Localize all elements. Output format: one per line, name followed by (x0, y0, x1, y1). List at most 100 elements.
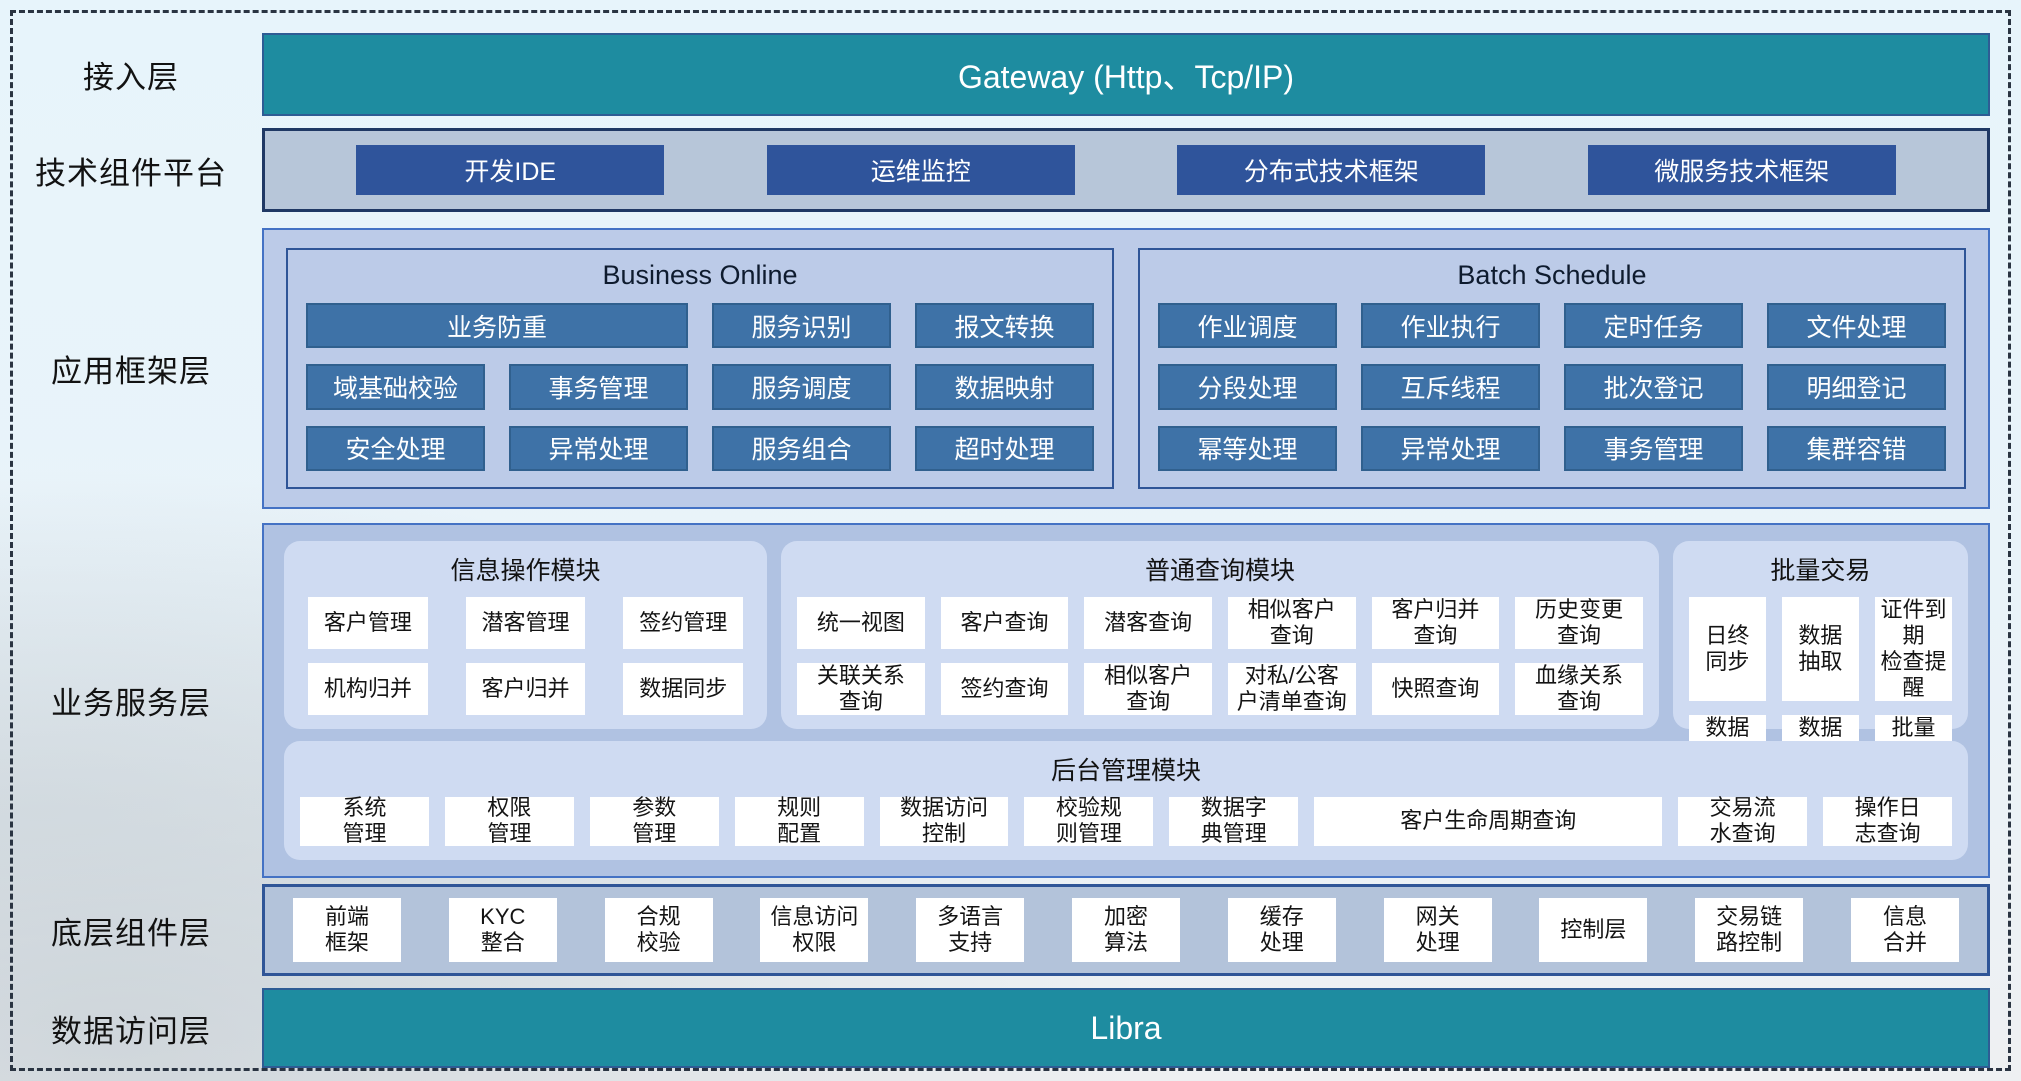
business-online-node: 业务防重 (306, 303, 688, 349)
general-query-node: 相似客户 查询 (1227, 597, 1356, 649)
business-online-title: Business Online (602, 260, 798, 290)
info-operation-module-title: 信息操作模块 (450, 557, 601, 585)
batch-trade-node: 日终 同步 (1688, 597, 1766, 701)
business-online-node: 安全处理 (306, 425, 485, 471)
admin-module-title: 后台管理模块 (1050, 756, 1201, 785)
business-online-node: 超时处理 (915, 425, 1094, 471)
tech-platform-panel: 开发IDE 运维监控 分布式技术框架 微服务技术框架 (262, 128, 1990, 212)
batch-schedule-node: 异常处理 (1361, 425, 1540, 471)
batch-schedule-node: 作业调度 (1158, 303, 1337, 349)
batch-schedule-panel: Batch Schedule 作业调度作业执行定时任务文件处理分段处理互斥线程批… (1138, 248, 1966, 489)
layer-label-base-components: 底层组件层 (51, 915, 211, 951)
base-components-row: 底层组件层 前端 框架 KYC 整合合规 校验信息访问 权限多语言 支持加密 算法… (0, 884, 2021, 976)
general-query-module-title: 普通查询模块 (1144, 557, 1295, 585)
info-operation-node: 客户管理 (308, 597, 428, 649)
business-online-node: 服务识别 (712, 303, 891, 349)
tech-platform-node: 开发IDE (356, 145, 665, 195)
batch-schedule-node: 事务管理 (1564, 425, 1743, 471)
admin-node: 系统 管理 (300, 795, 429, 846)
batch-trade-node: 数据 抽取 (1781, 597, 1859, 701)
business-service-row: 业务服务层 信息操作模块 客户管理潜客管理签约管理机构归并客户归并数据同步 普通… (0, 523, 2021, 878)
business-online-node: 数据映射 (915, 364, 1094, 410)
base-component-node: KYC 整合 (448, 898, 557, 962)
app-framework-panel: Business Online 业务防重服务识别报文转换域基础校验事务管理服务调… (262, 228, 1990, 509)
business-online-node: 异常处理 (509, 425, 688, 471)
admin-node: 交易流 水查询 (1678, 795, 1808, 846)
access-layer-row: 接入层 Gateway (Http、Tcp/IP) (0, 33, 2021, 116)
business-online-node: 报文转换 (915, 303, 1094, 349)
business-online-node: 服务调度 (712, 364, 891, 410)
general-query-node: 历史变更 查询 (1515, 597, 1643, 649)
layer-label-data-access: 数据访问层 (51, 1013, 211, 1049)
tech-platform-row: 技术组件平台 开发IDE 运维监控 分布式技术框架 微服务技术框架 (0, 128, 2021, 212)
general-query-node: 对私/公客 户清单查询 (1227, 662, 1356, 715)
layer-label-tech-platform: 技术组件平台 (35, 155, 227, 191)
business-online-node: 服务组合 (712, 425, 891, 471)
layer-label-access: 接入层 (83, 60, 179, 95)
business-service-panel: 信息操作模块 客户管理潜客管理签约管理机构归并客户归并数据同步 普通查询模块 统… (262, 523, 1990, 878)
business-service-top-modules: 信息操作模块 客户管理潜客管理签约管理机构归并客户归并数据同步 普通查询模块 统… (284, 541, 1968, 767)
libra-bar: Libra (262, 988, 1990, 1068)
batch-trade-module-title: 批量交易 (1770, 557, 1871, 585)
base-component-node: 多语言 支持 (916, 898, 1025, 962)
base-component-node: 网关 处理 (1383, 898, 1492, 962)
tech-platform-node: 分布式技术框架 (1177, 145, 1486, 195)
tech-platform-node: 微服务技术框架 (1587, 145, 1896, 195)
base-component-node: 合规 校验 (604, 898, 713, 962)
base-component-node: 信息 合并 (1850, 898, 1959, 962)
admin-node: 规则 配置 (734, 795, 864, 846)
admin-node: 数据字 典管理 (1169, 795, 1299, 846)
admin-node: 参数 管理 (589, 795, 719, 846)
tech-platform-node: 运维监控 (766, 145, 1075, 195)
batch-schedule-grid: 作业调度作业执行定时任务文件处理分段处理互斥线程批次登记明细登记幂等处理异常处理… (1158, 303, 1946, 471)
business-online-grid: 业务防重服务识别报文转换域基础校验事务管理服务调度数据映射安全处理异常处理服务组… (306, 303, 1094, 471)
general-query-module: 普通查询模块 统一视图客户查询潜客查询相似客户 查询客户归并 查询历史变更 查询… (781, 541, 1659, 729)
general-query-node: 客户查询 (940, 597, 1069, 649)
base-component-node: 交易链 路控制 (1695, 898, 1804, 962)
info-operation-node: 签约管理 (623, 597, 744, 649)
data-access-row: 数据访问层 Libra (0, 988, 2021, 1068)
layer-label-app-framework: 应用框架层 (51, 354, 211, 389)
info-operation-module: 信息操作模块 客户管理潜客管理签约管理机构归并客户归并数据同步 (284, 541, 768, 729)
admin-node: 权限 管理 (444, 795, 574, 846)
business-online-node: 域基础校验 (306, 364, 485, 410)
gateway-bar: Gateway (Http、Tcp/IP) (262, 33, 1990, 116)
info-operation-node: 潜客管理 (465, 597, 586, 649)
general-query-grid: 统一视图客户查询潜客查询相似客户 查询客户归并 查询历史变更 查询关联关系 查询… (797, 597, 1643, 715)
admin-node: 客户生命周期查询 (1314, 796, 1663, 846)
app-framework-row: 应用框架层 Business Online 业务防重服务识别报文转换域基础校验事… (0, 228, 2021, 509)
base-component-node: 前端 框架 (293, 898, 401, 962)
info-operation-node: 机构归并 (308, 662, 428, 715)
business-online-panel: Business Online 业务防重服务识别报文转换域基础校验事务管理服务调… (286, 248, 1114, 489)
info-operation-node: 数据同步 (623, 662, 744, 715)
general-query-node: 签约查询 (940, 662, 1069, 715)
batch-schedule-node: 作业执行 (1361, 303, 1540, 349)
batch-schedule-node: 批次登记 (1564, 364, 1743, 410)
batch-schedule-node: 明细登记 (1767, 364, 1946, 410)
admin-node: 校验规 则管理 (1024, 795, 1154, 846)
layer-label-business-service: 业务服务层 (51, 686, 211, 721)
base-component-node: 信息访问 权限 (760, 898, 869, 962)
batch-schedule-node: 定时任务 (1564, 303, 1743, 349)
base-component-node: 加密 算法 (1071, 898, 1180, 962)
general-query-node: 关联关系 查询 (797, 662, 925, 715)
admin-module-grid: 系统 管理权限 管理参数 管理规则 配置数据访问 控制校验规 则管理数据字 典管… (300, 795, 1953, 846)
general-query-node: 潜客查询 (1084, 597, 1212, 649)
general-query-node: 客户归并 查询 (1371, 597, 1500, 649)
batch-schedule-node: 互斥线程 (1361, 364, 1540, 410)
general-query-node: 快照查询 (1371, 662, 1500, 715)
general-query-node: 统一视图 (797, 597, 925, 649)
batch-schedule-node: 文件处理 (1767, 303, 1946, 349)
admin-node: 操作日 志查询 (1823, 795, 1953, 846)
info-operation-node: 客户归并 (465, 662, 586, 715)
general-query-node: 相似客户 查询 (1084, 662, 1212, 715)
batch-schedule-title: Batch Schedule (1457, 260, 1647, 290)
batch-trade-node: 证件到期 检查提醒 (1874, 597, 1952, 701)
admin-node: 数据访问 控制 (879, 795, 1009, 846)
business-online-node: 事务管理 (509, 364, 688, 410)
batch-schedule-node: 集群容错 (1767, 425, 1946, 471)
